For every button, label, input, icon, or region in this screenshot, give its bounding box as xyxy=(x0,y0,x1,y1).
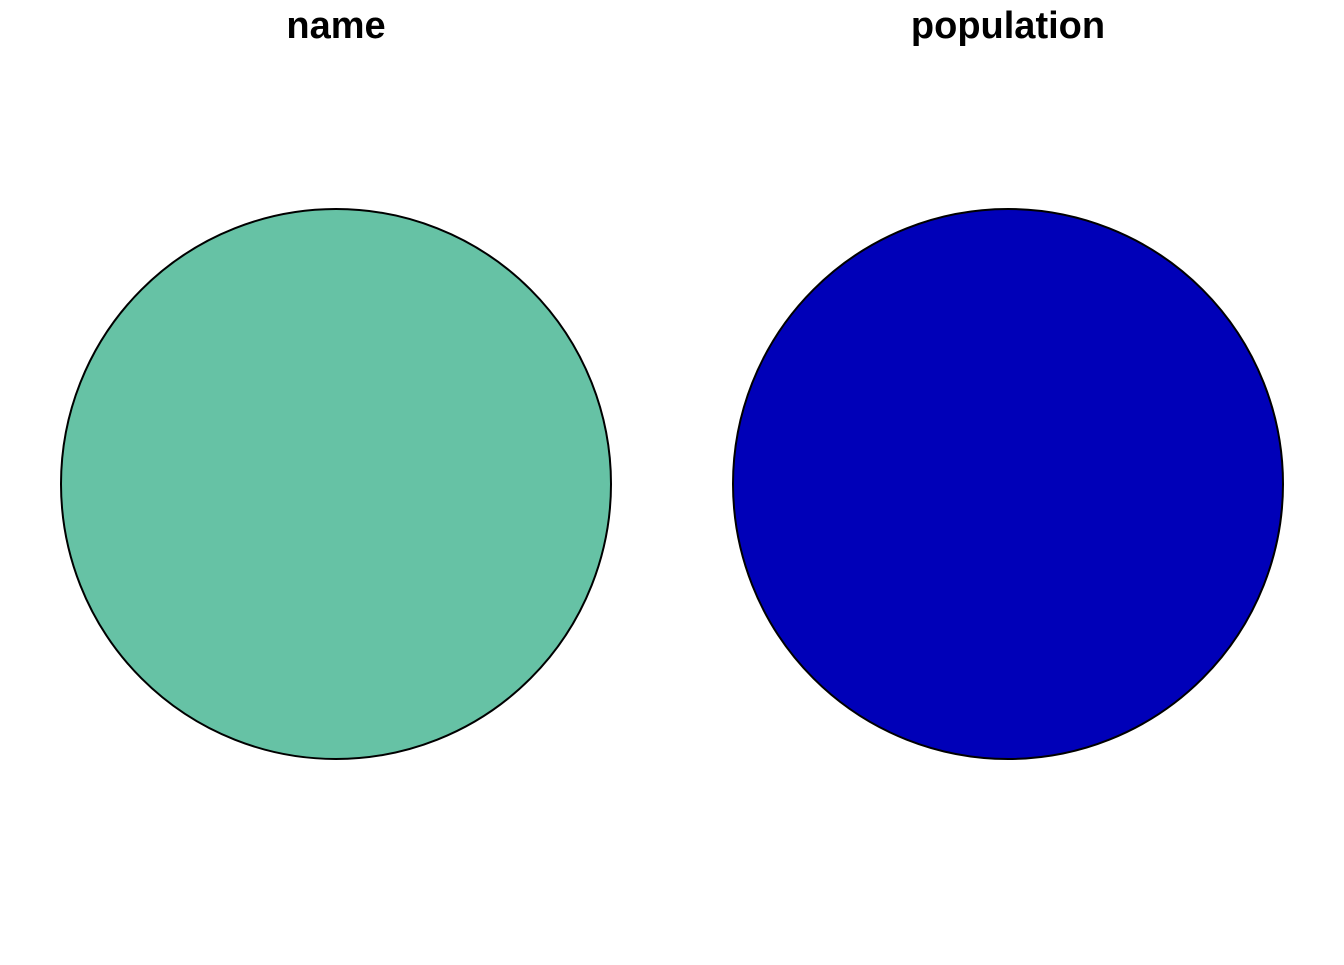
pie-title-population: population xyxy=(911,5,1105,47)
pie-title-name: name xyxy=(286,5,385,47)
pie-panel-name: name xyxy=(60,5,612,760)
pie-slices-population xyxy=(732,208,1284,760)
pie-slice xyxy=(60,208,612,760)
pie-panel-population: population xyxy=(732,5,1284,760)
pie-slice xyxy=(732,208,1284,760)
pie-slices-name xyxy=(60,208,612,760)
